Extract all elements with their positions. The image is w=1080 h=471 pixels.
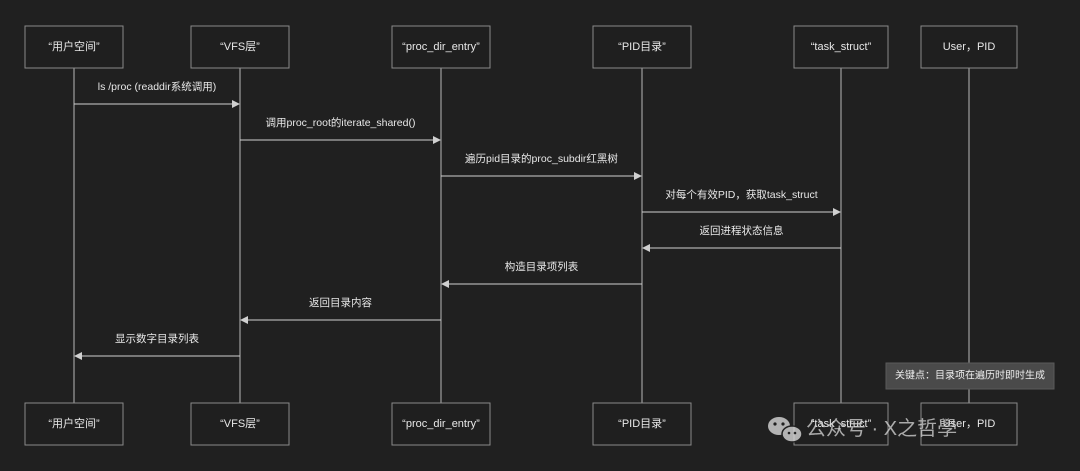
actor-top-0: “用户空间” [24, 25, 124, 69]
actor-label: “VFS层” [220, 40, 260, 53]
actor-label: “proc_dir_entry” [402, 418, 480, 430]
message-label: 构造目录项列表 [505, 260, 579, 273]
actor-box [190, 402, 290, 446]
message-0: ls /proc (readdir系统调用) [74, 80, 240, 108]
actor-bottom-0: “用户空间” [24, 402, 124, 446]
actor-label: “proc_dir_entry” [402, 41, 480, 53]
actor-box [793, 25, 889, 69]
message-label: 返回目录内容 [309, 296, 372, 309]
actor-top-3: “PID目录” [592, 25, 692, 69]
actor-box [24, 25, 124, 69]
actor-label: “PID目录” [618, 40, 666, 53]
messages: ls /proc (readdir系统调用) 调用proc_root的iterat… [74, 80, 841, 360]
message-6: 返回目录内容 [240, 296, 441, 324]
actor-box [24, 402, 124, 446]
actor-label: “task_struct” [811, 418, 872, 430]
note: 关键点：目录项在遍历时即时生成 [885, 362, 1055, 390]
note-text: 关键点：目录项在遍历时即时生成 [895, 369, 1045, 382]
wechat-icon [768, 417, 803, 443]
actor-bottom-3: “PID目录” [592, 402, 692, 446]
actor-bottom-1: “VFS层” [190, 402, 290, 446]
actors-bottom: “用户空间” “VFS层” “proc_dir_entry” “PID目录” “task… [24, 402, 1018, 446]
actor-label: “PID目录” [618, 417, 666, 430]
actor-top-4: “task_struct” [793, 25, 889, 69]
actor-label: “用户空间” [48, 416, 100, 430]
message-label: ls /proc (readdir系统调用) [98, 80, 216, 93]
actor-box [793, 402, 889, 446]
message-3: 对每个有效PID，获取task_struct [642, 188, 841, 216]
actor-label: “task_struct” [811, 41, 872, 53]
message-1: 调用proc_root的iterate_shared() [240, 116, 441, 144]
message-7: 显示数字目录列表 [74, 332, 240, 360]
message-label: 对每个有效PID，获取task_struct [665, 188, 817, 201]
actor-label: “用户空间” [48, 39, 100, 53]
watermark: 公众号 · X之哲學 [768, 417, 957, 443]
actor-bottom-2: “proc_dir_entry” [391, 402, 491, 446]
actor-box [592, 25, 692, 69]
message-label: 显示数字目录列表 [115, 332, 199, 345]
lifelines [73, 68, 970, 403]
actor-top-2: “proc_dir_entry” [391, 25, 491, 69]
actor-label: “VFS层” [220, 417, 260, 430]
message-4: 返回进程状态信息 [642, 224, 841, 252]
actor-box [592, 402, 692, 446]
message-label: 返回进程状态信息 [700, 224, 784, 237]
actor-label: User，PID [943, 418, 996, 430]
watermark-text: 公众号 · X之哲學 [806, 417, 957, 440]
actor-label: User，PID [943, 41, 996, 53]
message-label: 遍历pid目录的proc_subdir红黑树 [465, 152, 618, 165]
actor-bottom-5: User，PID [920, 402, 1018, 446]
message-label: 调用proc_root的iterate_shared() [266, 116, 416, 129]
actors-top: “用户空间” “VFS层” “proc_dir_entry” “PID目录” “task… [24, 25, 1018, 69]
actor-box [190, 25, 290, 69]
actor-box [920, 25, 1018, 69]
actor-top-1: “VFS层” [190, 25, 290, 69]
actor-box [391, 25, 491, 69]
message-2: 遍历pid目录的proc_subdir红黑树 [441, 152, 642, 180]
note-box [885, 362, 1055, 390]
actor-top-5: User，PID [920, 25, 1018, 69]
actor-bottom-4: “task_struct” [793, 402, 889, 446]
message-5: 构造目录项列表 [441, 260, 642, 288]
actor-box [391, 402, 491, 446]
actor-box [920, 402, 1018, 446]
